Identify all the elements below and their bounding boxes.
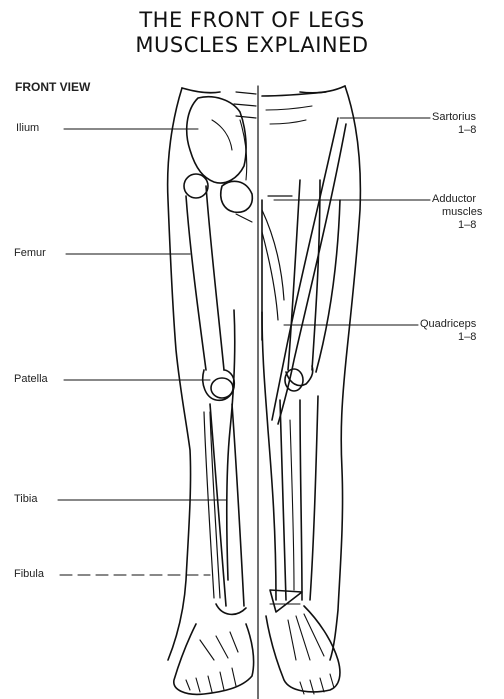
label-adductor: Adductor muscles 1–8 (432, 193, 482, 232)
quadriceps-range: 1–8 (420, 331, 476, 344)
skeleton (174, 86, 258, 699)
label-ilium: Ilium (16, 122, 39, 135)
adductor-name-2: muscles (432, 206, 482, 219)
label-patella: Patella (14, 373, 48, 386)
label-fibula: Fibula (14, 568, 44, 581)
sartorius-range: 1–8 (432, 124, 476, 137)
sartorius-name: Sartorius (432, 111, 476, 124)
body-outline (168, 86, 361, 660)
label-femur: Femur (14, 247, 46, 260)
leader-lines (58, 118, 430, 575)
adductor-range: 1–8 (432, 219, 482, 232)
label-sartorius: Sartorius 1–8 (432, 111, 476, 137)
label-quadriceps: Quadriceps 1–8 (420, 318, 476, 344)
muscles (262, 92, 346, 694)
adductor-name: Adductor (432, 193, 482, 206)
label-tibia: Tibia (14, 493, 37, 506)
quadriceps-name: Quadriceps (420, 318, 476, 331)
